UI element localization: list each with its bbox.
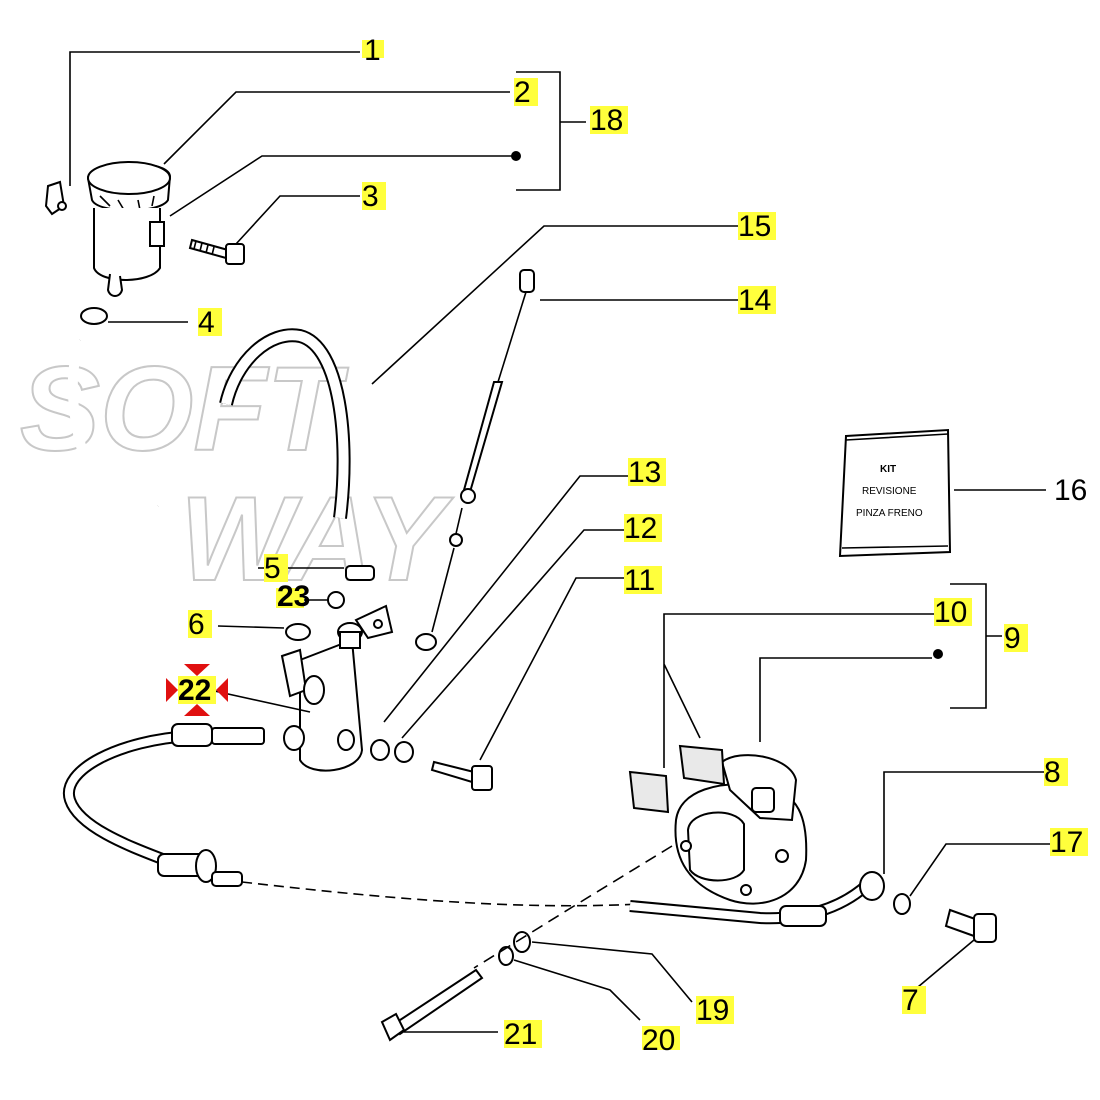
callout-17: 17 bbox=[1050, 826, 1083, 859]
callout-11: 11 bbox=[624, 564, 655, 597]
washer-23 bbox=[327, 591, 345, 609]
kit-card: KIT REVISIONE PINZA FRENO bbox=[838, 428, 952, 558]
reservoir-screw bbox=[188, 238, 245, 265]
callout-20: 20 bbox=[642, 1024, 675, 1057]
callout-16: 16 bbox=[1054, 474, 1087, 507]
callout-8: 8 bbox=[1044, 756, 1061, 789]
callout-15: 15 bbox=[738, 210, 771, 243]
brake-fluid-reservoir bbox=[86, 161, 172, 297]
callout-18: 18 bbox=[590, 104, 623, 137]
banjo-bolt bbox=[944, 908, 997, 943]
washer-12 bbox=[394, 741, 414, 763]
watermark-line2: WAY bbox=[180, 472, 454, 606]
callout-13: 13 bbox=[628, 456, 661, 489]
callout-23: 23 bbox=[277, 580, 310, 613]
callout-19: 19 bbox=[696, 994, 729, 1027]
brake-caliper bbox=[628, 744, 808, 905]
watermark: SOFT WAY bbox=[19, 341, 455, 607]
kit-subtitle: REVISIONE bbox=[862, 486, 917, 497]
callout-22: 22 bbox=[178, 674, 211, 707]
caliper-bolt bbox=[380, 968, 484, 1042]
callout-7: 7 bbox=[902, 984, 919, 1017]
callout-6: 6 bbox=[188, 608, 205, 641]
callout-10: 10 bbox=[934, 596, 967, 629]
banjo-fitting bbox=[859, 871, 885, 901]
marker-22: 22 bbox=[166, 664, 228, 716]
washer-20 bbox=[498, 946, 514, 966]
callout-5: 5 bbox=[264, 552, 281, 585]
callout-9: 9 bbox=[1004, 622, 1021, 655]
kit-title: KIT bbox=[880, 464, 896, 475]
callout-12: 12 bbox=[624, 512, 657, 545]
kit-description: PINZA FRENO bbox=[856, 508, 923, 519]
pivot-pin bbox=[345, 565, 375, 581]
washer-19 bbox=[513, 931, 531, 953]
hose-clamp bbox=[80, 307, 108, 325]
master-cylinder bbox=[280, 604, 394, 772]
callout-21: 21 bbox=[504, 1018, 537, 1051]
callout-14: 14 bbox=[738, 284, 771, 317]
mounting-bolt bbox=[430, 760, 493, 791]
washer-17 bbox=[893, 893, 911, 915]
callout-2: 2 bbox=[514, 76, 531, 109]
control-cable bbox=[415, 269, 535, 651]
seal bbox=[285, 623, 311, 641]
callouts: 1 2 18 3 4 15 14 13 12 11 16 5 23 6 10 9 bbox=[166, 34, 1088, 1057]
callout-3: 3 bbox=[362, 180, 379, 213]
leader-lines bbox=[69, 51, 1052, 1033]
callout-4: 4 bbox=[198, 306, 215, 339]
washer-13 bbox=[370, 739, 390, 761]
callout-1: 1 bbox=[364, 34, 381, 67]
